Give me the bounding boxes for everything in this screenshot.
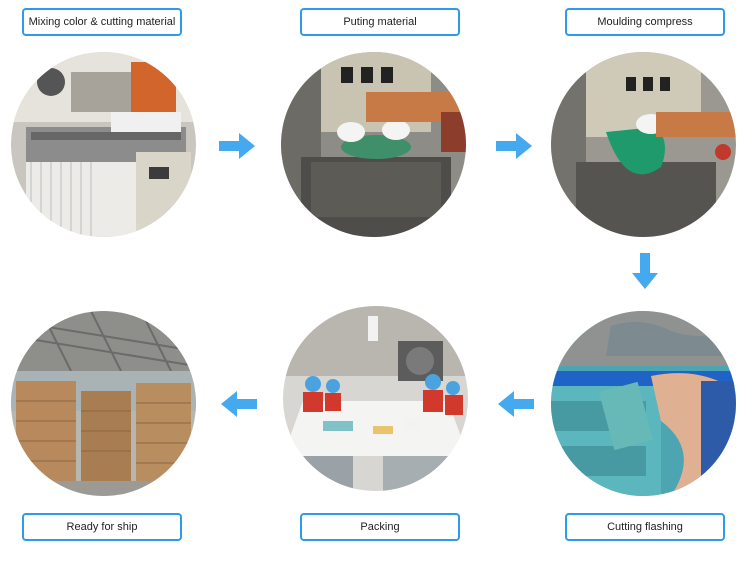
step-label-packing: Packing xyxy=(300,513,460,541)
step-label-ready: Ready for ship xyxy=(22,513,182,541)
cutting-flashing-photo xyxy=(551,311,736,496)
step-label-mixing: Mixing color & cutting material xyxy=(22,8,182,36)
moulding-press-photo xyxy=(551,52,736,237)
putting-material-photo xyxy=(281,52,466,237)
arrow-left-icon xyxy=(498,391,534,417)
mixing-machine-photo xyxy=(11,52,196,237)
step-label-text: Mixing color & cutting material xyxy=(28,16,176,28)
arrow-down-icon xyxy=(632,253,658,289)
arrow-right-icon xyxy=(496,133,532,159)
step-label-text: Packing xyxy=(360,521,400,533)
packing-line-photo xyxy=(283,306,468,491)
step-label-cutting: Cutting flashing xyxy=(565,513,725,541)
step-label-putting: Puting material xyxy=(300,8,460,36)
step-label-text: Moulding compress xyxy=(597,16,693,28)
step-label-text: Puting material xyxy=(343,16,417,28)
arrow-left-icon xyxy=(221,391,257,417)
step-label-text: Cutting flashing xyxy=(607,521,683,533)
arrow-right-icon xyxy=(219,133,255,159)
step-label-text: Ready for ship xyxy=(66,521,138,533)
warehouse-photo xyxy=(11,311,196,496)
step-label-moulding: Moulding compress xyxy=(565,8,725,36)
